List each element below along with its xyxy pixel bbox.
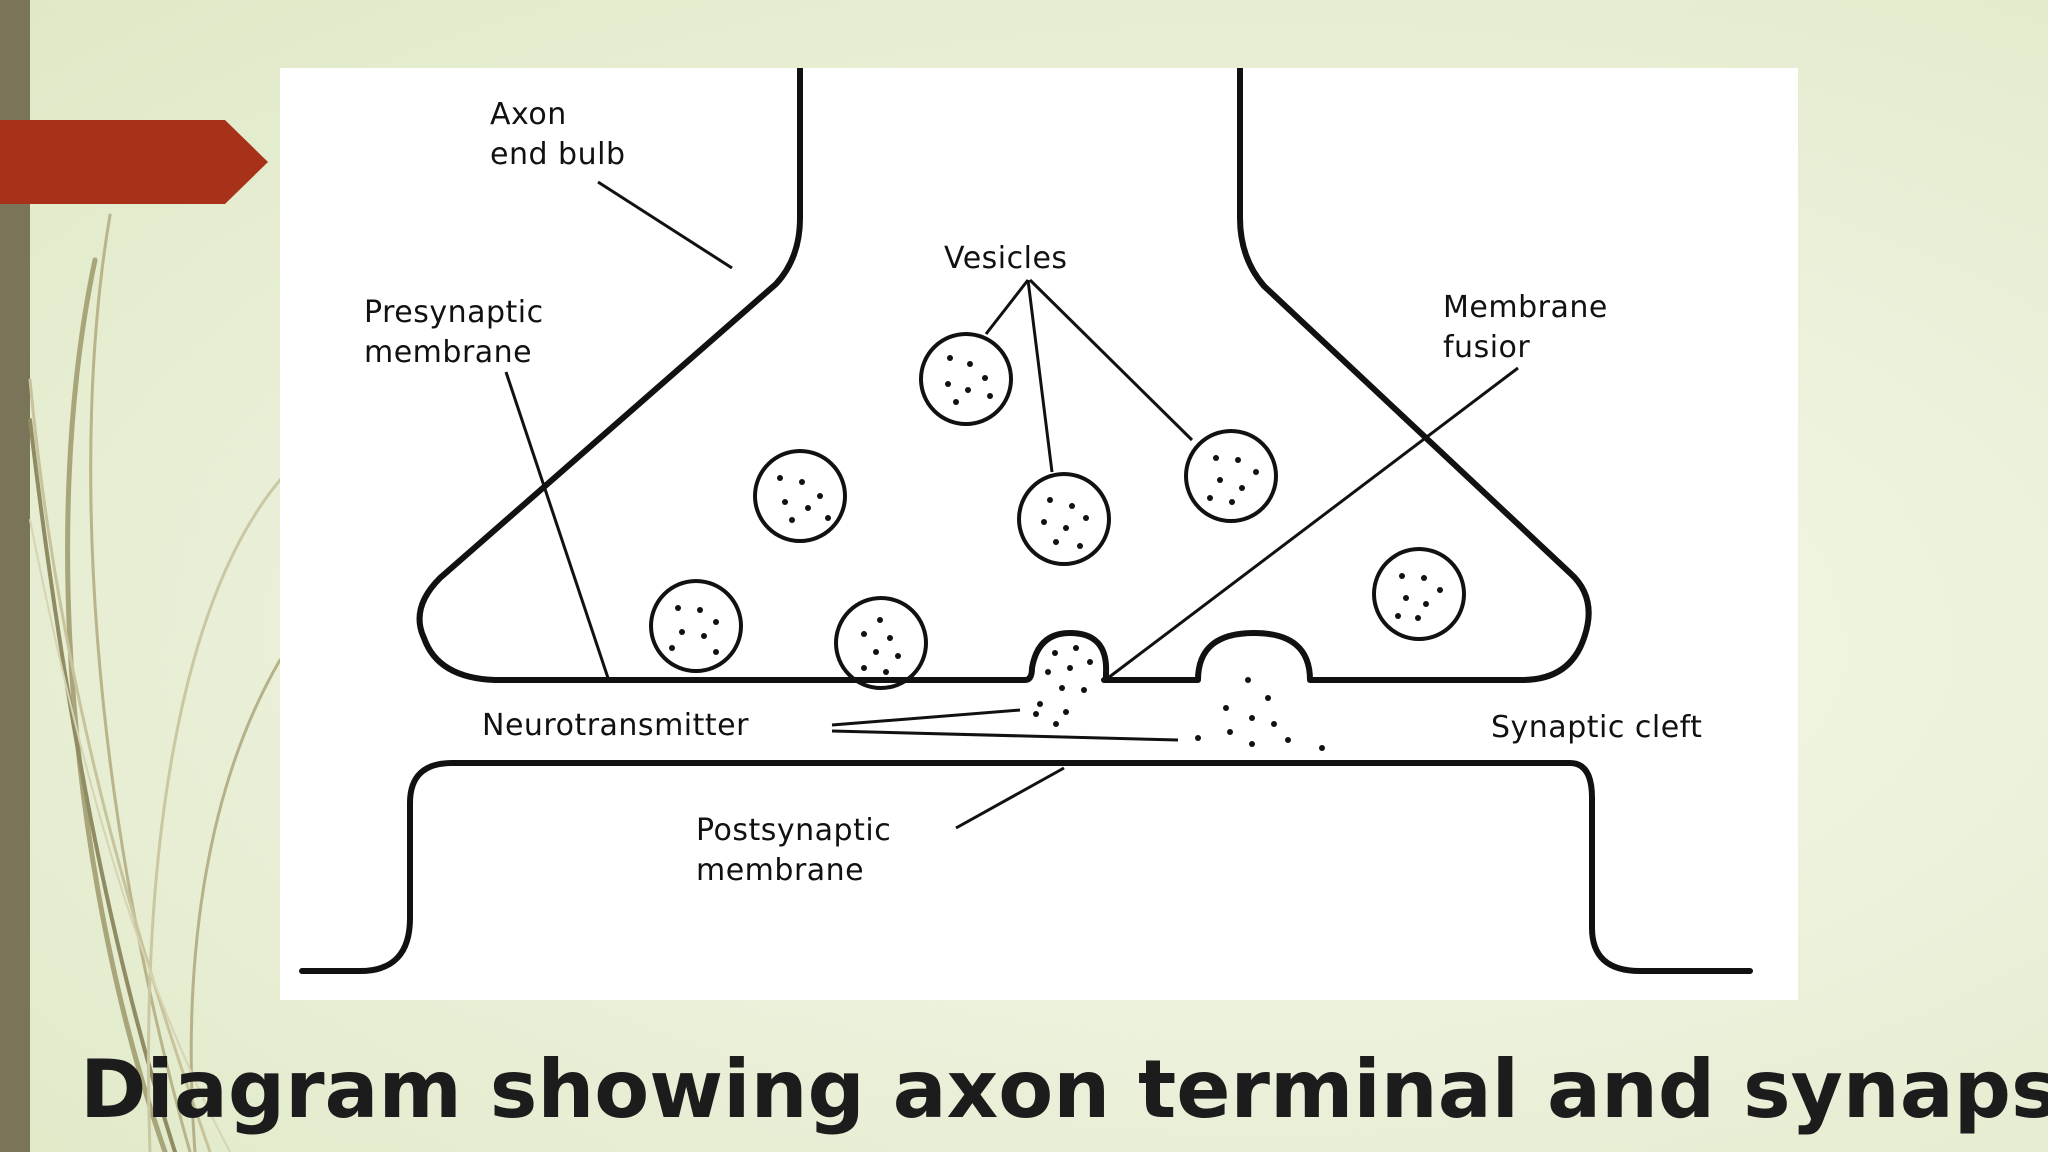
vesicle — [834, 596, 928, 690]
postsynaptic-membrane-outline — [299, 760, 1753, 974]
vesicle — [919, 332, 1013, 426]
membrane-fusion-label-line1: Membrane — [1443, 290, 1608, 325]
neurotransmitter-leader-2 — [831, 729, 1179, 742]
presynaptic-membrane-label-line2: membrane — [364, 335, 532, 370]
axon-end-bulb-leader — [597, 180, 733, 270]
neurotransmitter-label: Neurotransmitter — [482, 708, 749, 743]
postsynaptic-membrane-label-line2: membrane — [696, 853, 864, 888]
synapse-diagram: Axon end bulb Vesicles Presynaptic membr… — [280, 68, 1798, 1000]
postsynaptic-membrane-label-line1: Postsynaptic — [696, 813, 891, 848]
vesicles-label: Vesicles — [944, 241, 1068, 276]
leader-lines — [504, 180, 1519, 830]
red-arrow-marker — [0, 120, 268, 204]
vesicles-group — [649, 332, 1466, 690]
vesicles-leader-1 — [984, 279, 1030, 335]
postsynaptic-membrane-leader — [955, 766, 1065, 830]
presynaptic-membrane-leader — [504, 371, 610, 679]
vesicles-leader-3 — [1028, 278, 1194, 442]
membrane-fusion-label-line2: fusior — [1443, 330, 1530, 365]
axon-end-bulb-label-line2: end bulb — [490, 137, 625, 172]
slide-title: Diagram showing axon terminal and synaps… — [80, 1043, 2048, 1136]
vesicle — [1017, 472, 1111, 566]
neurotransmitter-leader-1 — [831, 708, 1021, 727]
vesicle — [753, 449, 847, 543]
vesicle — [1372, 547, 1466, 641]
axon-end-bulb-outline — [416, 68, 1592, 683]
synapse-diagram-svg: Axon end bulb Vesicles Presynaptic membr… — [299, 68, 1753, 974]
membrane-fusion-leader — [1107, 366, 1519, 680]
presynaptic-membrane-label-line1: Presynaptic — [364, 295, 544, 330]
vesicle — [1184, 429, 1278, 523]
synaptic-cleft-label: Synaptic cleft — [1491, 710, 1702, 745]
axon-end-bulb-label-line1: Axon — [490, 97, 567, 132]
vesicles-leader-2 — [1026, 279, 1054, 473]
vesicle-contents — [669, 355, 1443, 751]
vesicle — [649, 579, 743, 673]
